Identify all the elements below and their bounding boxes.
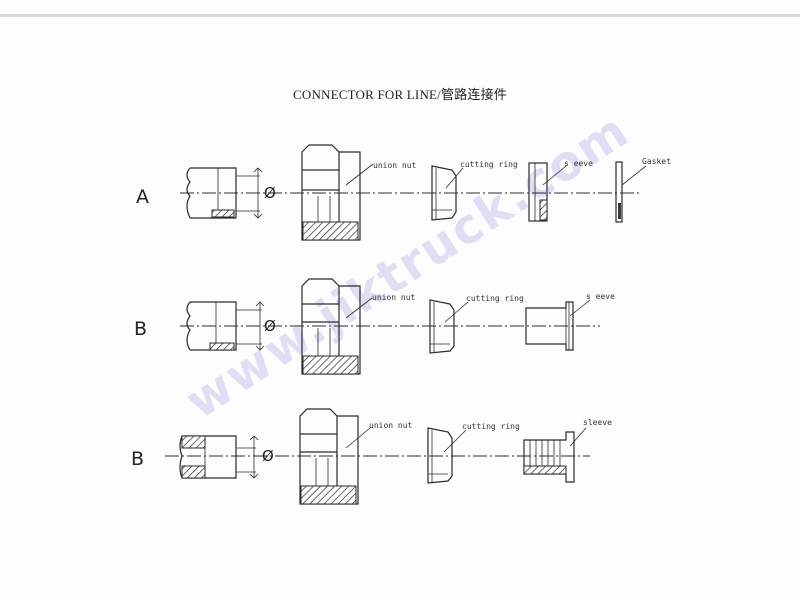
watermark-text: www.jiktruck.com xyxy=(176,102,639,430)
pipe-a xyxy=(186,167,263,219)
label-cutting-ring-b1: cutting ring xyxy=(466,294,524,303)
union-nut-a xyxy=(301,144,361,241)
leader-cutting-ring-b2 xyxy=(443,429,467,453)
row-letter-b1: B xyxy=(134,318,147,340)
cutting-ring-b1 xyxy=(429,299,455,354)
leader-sleeve-b1 xyxy=(569,299,591,317)
leader-union-nut-b2 xyxy=(345,427,371,449)
label-union-nut-a: union nut xyxy=(373,161,417,170)
leader-union-nut-a xyxy=(345,163,374,186)
pipe-b1 xyxy=(186,301,265,351)
row-a: A Ø xyxy=(136,144,671,241)
sleeve-b1 xyxy=(525,301,574,351)
label-sleeve-a: s eeve xyxy=(564,159,593,168)
label-sleeve-b1: s eeve xyxy=(586,292,615,301)
cutting-ring-a xyxy=(431,165,457,221)
label-cutting-ring-a: cutting ring xyxy=(460,160,518,169)
pipe-b2 xyxy=(179,435,259,479)
gasket-a xyxy=(615,161,623,223)
leader-sleeve-a xyxy=(542,165,567,186)
union-nut-b1 xyxy=(301,278,361,375)
row-letter-a: A xyxy=(136,186,149,208)
leader-cutting-ring-a xyxy=(445,167,464,189)
label-sleeve-b2: sleeve xyxy=(583,418,612,427)
row-b1: B Ø unio xyxy=(134,278,615,375)
label-union-nut-b2: union nut xyxy=(369,421,413,430)
label-union-nut-b1: union nut xyxy=(372,293,416,302)
sleeve-b2 xyxy=(523,431,575,483)
scan-edge xyxy=(0,14,800,17)
diameter-symbol-b2: Ø xyxy=(262,447,274,465)
row-letter-b2: B xyxy=(131,448,144,470)
row-b2: B Ø xyxy=(131,408,612,505)
diameter-symbol-a: Ø xyxy=(264,184,276,202)
cutting-ring-b2 xyxy=(427,427,453,484)
sleeve-a xyxy=(528,162,548,222)
diameter-symbol-b1: Ø xyxy=(264,317,276,335)
leader-cutting-ring-b1 xyxy=(444,301,469,323)
diagram-title: CONNECTOR FOR LINE/管路连接件 xyxy=(292,87,507,102)
leader-gasket-a xyxy=(621,165,647,186)
label-cutting-ring-b2: cutting ring xyxy=(462,422,520,431)
leader-union-nut-b1 xyxy=(345,297,373,319)
leader-sleeve-b2 xyxy=(569,427,587,447)
union-nut-b2 xyxy=(299,408,359,505)
label-gasket-a: Gasket xyxy=(642,157,671,166)
